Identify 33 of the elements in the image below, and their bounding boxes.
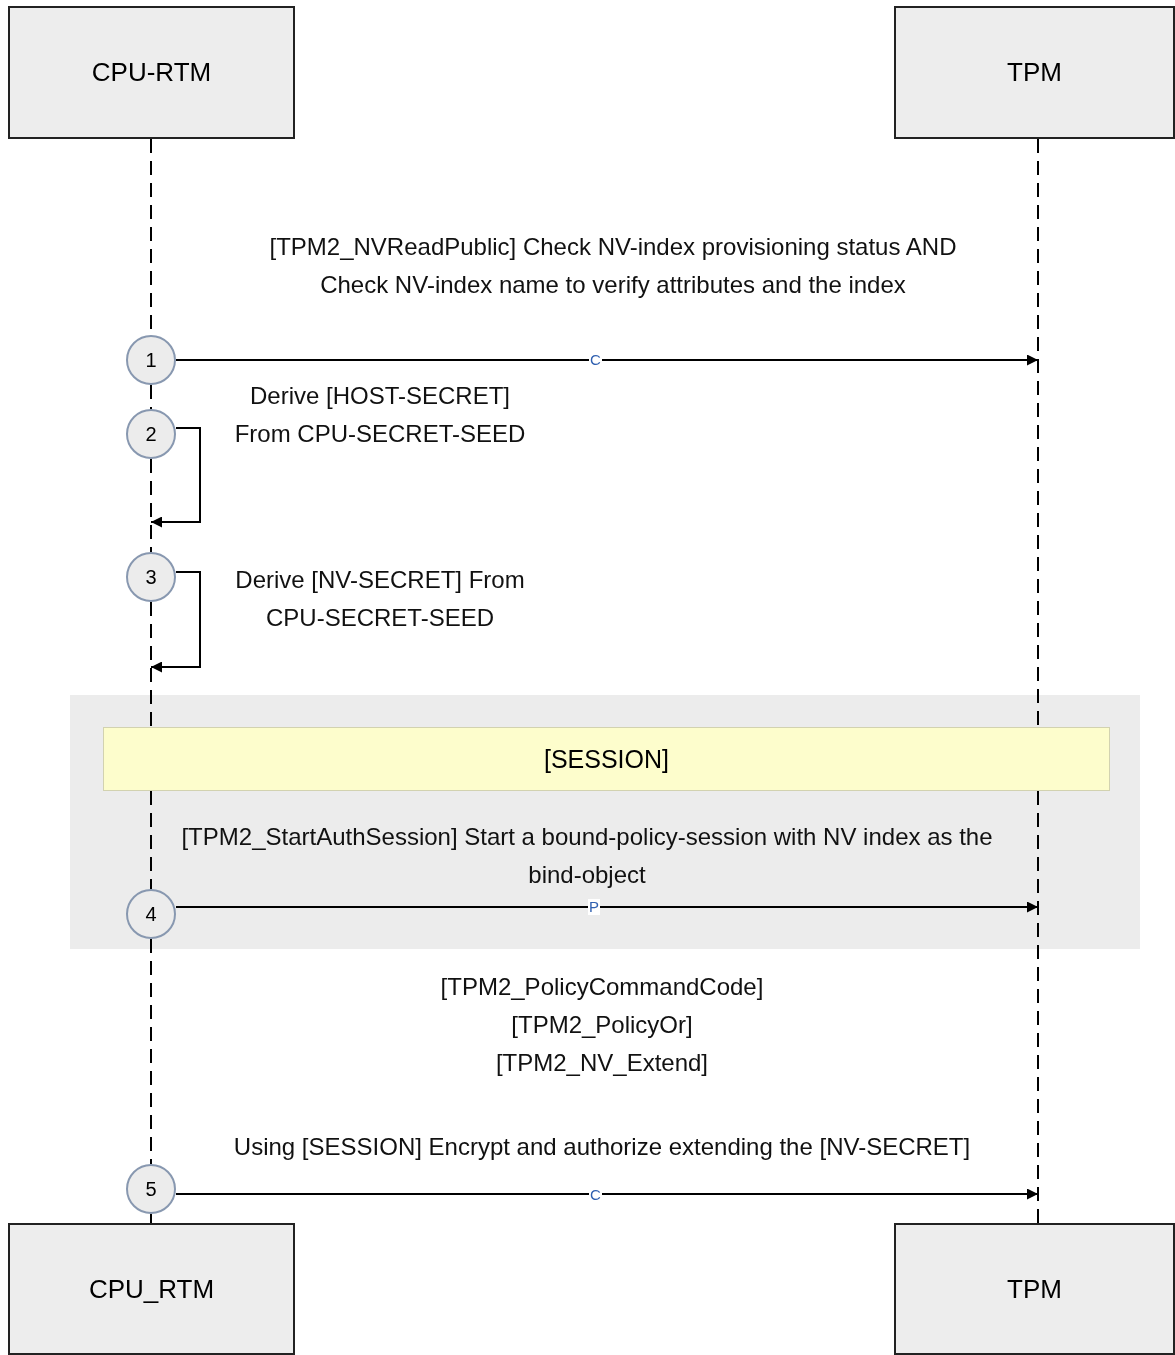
message-arrow [150,571,201,673]
lifeline-foot-box: CPU_RTM [8,1223,295,1355]
message-arrow [150,427,201,528]
lifeline [1037,790,1039,1224]
message-label: [TPM2_NVReadPublic] Check NV-index provisioning status AND Check NV-index name to verify attributes and the index [268,232,958,300]
step-circle: 4 [126,889,176,939]
message-marker: C [589,1187,602,1203]
lifeline [150,384,152,410]
session-band [70,695,1140,949]
lifeline [150,601,152,728]
command-list: [TPM2_PolicyCommandCode] [TPM2_PolicyOr] [TPM2_NV_Extend] [440,968,764,1082]
message-label: Using [SESSION] Encrypt and authorize extending the [NV-SECRET] [232,1132,972,1162]
lifeline-foot-box: TPM [894,1223,1175,1355]
message-label: Derive [HOST-SECRET] From CPU-SECRET-SEED [233,381,527,449]
message-arrow [175,901,1039,913]
lifeline [150,1213,152,1224]
message-marker: P [588,899,600,915]
message-marker: C [589,352,602,368]
message-arrow [175,1188,1039,1200]
lifeline-head-box: TPM [894,6,1175,139]
lifeline [150,458,152,553]
message-arrow [175,354,1039,366]
lifeline [150,938,152,1165]
session-note-box: [SESSION] [103,727,1110,791]
step-circle: 2 [126,409,176,459]
step-circle: 5 [126,1164,176,1214]
lifeline-head-box: CPU-RTM [8,6,295,139]
message-label: Derive [NV-SECRET] From CPU-SECRET-SEED [234,565,526,633]
step-circle: 3 [126,552,176,602]
lifeline [1037,138,1039,728]
message-label: [TPM2_StartAuthSession] Start a bound-policy-session with NV index as the bind-object [180,822,994,890]
step-circle: 1 [126,335,176,385]
lifeline [150,790,152,890]
